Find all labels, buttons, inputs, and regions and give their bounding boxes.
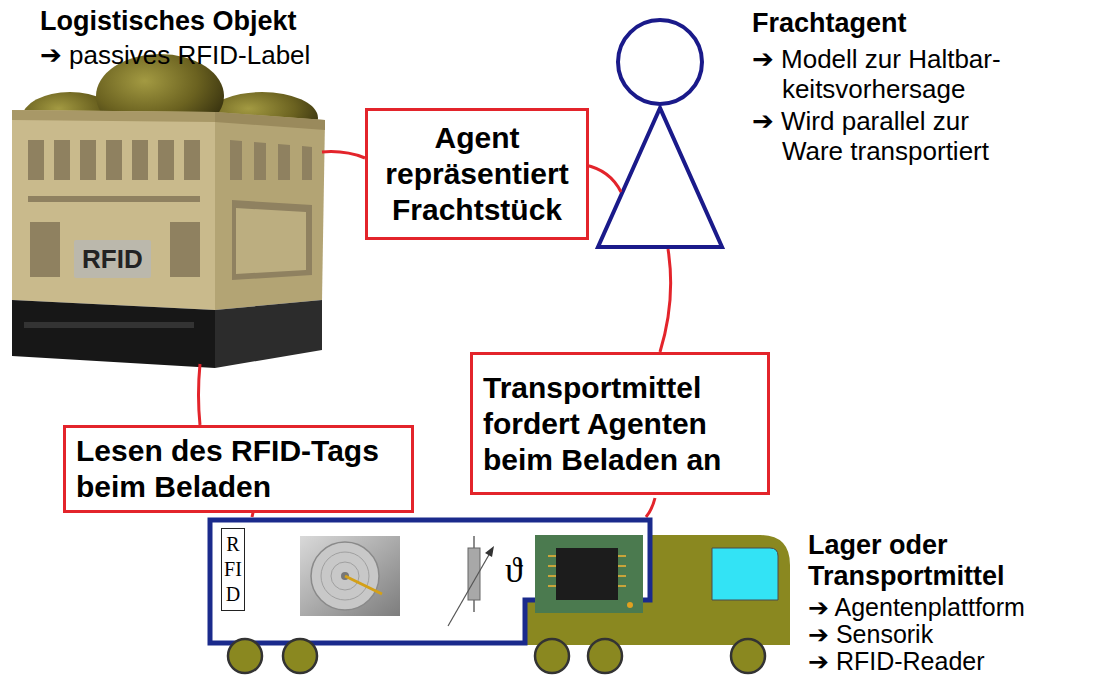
process-box: Lesen des RFID-Tags beim Beladen <box>63 425 414 513</box>
box-text: Agent repräsentiert Frachtstück <box>377 120 577 228</box>
rfid-reader-box: RFID <box>221 528 245 611</box>
chip-picture <box>535 535 643 613</box>
thermistor-symbol <box>448 536 494 626</box>
box-text: Lesen des RFID-Tags beim Beladen <box>76 433 401 505</box>
crate-picture <box>12 54 325 368</box>
heading: Logistisches Objekt <box>40 6 297 37</box>
vertical-text: RFID <box>223 532 243 607</box>
temperature-symbol: ϑ <box>505 550 523 590</box>
storage-picture <box>300 536 400 616</box>
bullet-text: ➔ Sensorik <box>808 621 933 648</box>
truck <box>210 520 790 673</box>
rfid-label: RFID <box>74 240 151 278</box>
bullet-text: ➔ Wird parallel zur Ware transportiert <box>752 106 1032 166</box>
heading: Frachtagent <box>752 8 907 39</box>
process-box: Agent repräsentiert Frachtstück <box>365 108 589 240</box>
bullet-text: ➔ RFID-Reader <box>808 648 985 675</box>
process-box: Transportmittel fordert Agenten beim Bel… <box>470 352 770 495</box>
label-text: RFID <box>82 244 143 274</box>
box-text: Transportmittel fordert Agenten beim Bel… <box>483 370 723 478</box>
heading: Lager oder Transportmittel <box>808 530 1028 592</box>
bullet-text: ➔ Modell zur Haltbar- keitsvorhersage <box>752 44 1082 104</box>
bullet-text: ➔ Agentenplattform <box>808 594 1025 621</box>
agent-figure <box>598 20 722 247</box>
bullet-text: ➔ passives RFID-Label <box>40 40 310 70</box>
